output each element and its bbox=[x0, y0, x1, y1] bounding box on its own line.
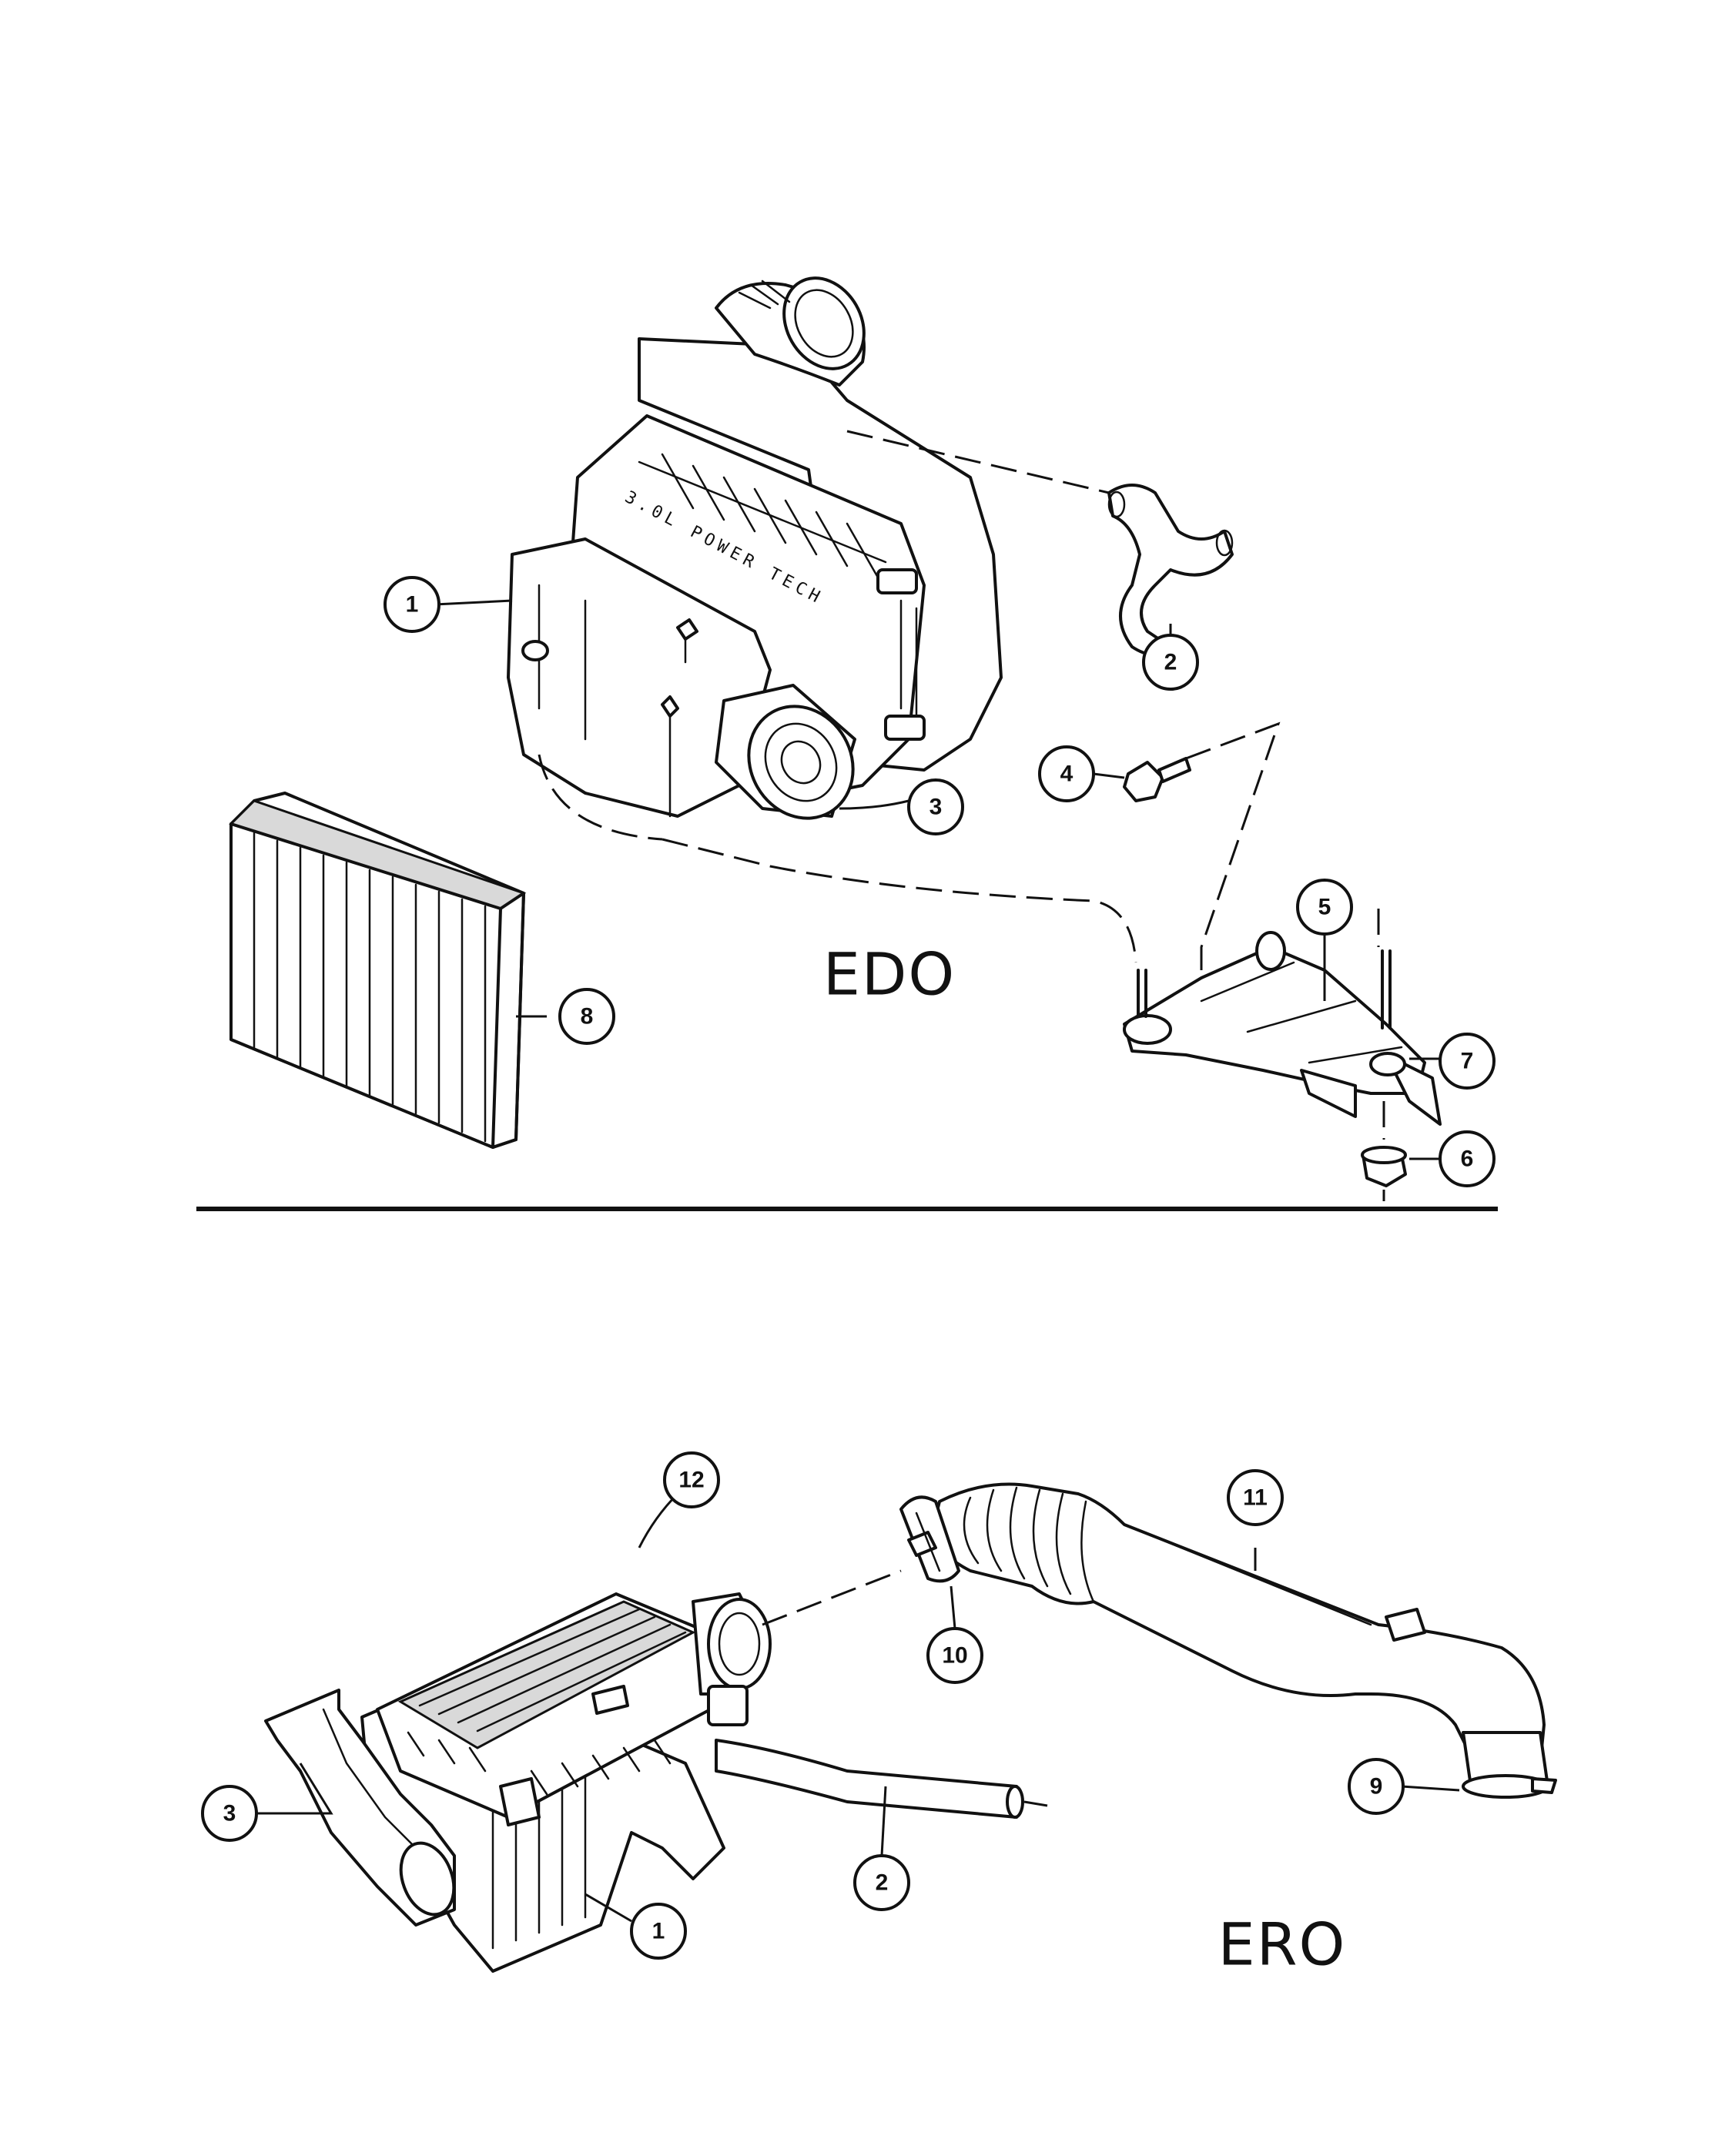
callout-ero-2[interactable]: 2 bbox=[853, 1854, 910, 1911]
callout-ero-10[interactable]: 10 bbox=[926, 1627, 983, 1684]
callout-label: 12 bbox=[678, 1468, 704, 1493]
assembly-lines-edo bbox=[662, 430, 1281, 970]
flange-nut-edo bbox=[1361, 1101, 1407, 1201]
callout-label: 4 bbox=[1060, 762, 1074, 787]
callout-edo-8[interactable]: 8 bbox=[558, 988, 615, 1045]
callout-ero-11[interactable]: 11 bbox=[1227, 1469, 1284, 1526]
air-cleaner-housing-edo: 3.0L POWER TECH bbox=[507, 276, 1003, 841]
callout-label: 9 bbox=[1370, 1774, 1383, 1799]
callout-edo-4[interactable]: 4 bbox=[1038, 745, 1095, 802]
callout-label: 7 bbox=[1461, 1049, 1474, 1074]
bolt-edo bbox=[1123, 757, 1191, 802]
stud-edo bbox=[1137, 909, 1392, 1029]
callout-ero-12[interactable]: 12 bbox=[663, 1451, 720, 1508]
section-label-ero: ERO bbox=[1218, 1910, 1347, 1979]
callout-label: 2 bbox=[876, 1870, 889, 1896]
hose-clamp-ero bbox=[899, 1495, 960, 1583]
section-label-edo: EDO bbox=[823, 940, 956, 1009]
leaders-ero bbox=[254, 1492, 1460, 1923]
callout-label: 8 bbox=[581, 1004, 594, 1029]
callout-edo-1[interactable]: 1 bbox=[384, 576, 440, 633]
inlet-scoop-ero bbox=[264, 1689, 456, 1927]
callout-label: 1 bbox=[652, 1919, 665, 1944]
callout-label: 1 bbox=[406, 592, 419, 618]
mounting-bracket-edo bbox=[1123, 931, 1442, 1126]
intake-duct-ero bbox=[930, 1482, 1557, 1799]
vent-hose-ero bbox=[715, 1739, 1048, 1819]
assembly-line-ero bbox=[762, 1569, 902, 1626]
callout-ero-3[interactable]: 3 bbox=[201, 1785, 258, 1842]
callout-label: 10 bbox=[942, 1643, 967, 1669]
callout-label: 6 bbox=[1461, 1147, 1474, 1172]
callout-label: 11 bbox=[1243, 1485, 1268, 1511]
callout-edo-6[interactable]: 6 bbox=[1439, 1130, 1496, 1187]
callout-edo-3[interactable]: 3 bbox=[907, 778, 964, 835]
vent-hose-edo bbox=[1107, 484, 1234, 656]
callout-edo-7[interactable]: 7 bbox=[1439, 1033, 1496, 1090]
callout-ero-9[interactable]: 9 bbox=[1348, 1758, 1405, 1815]
callout-ero-1[interactable]: 1 bbox=[630, 1903, 687, 1960]
callout-label: 3 bbox=[929, 795, 943, 820]
callout-label: 5 bbox=[1318, 895, 1331, 920]
callout-edo-2[interactable]: 2 bbox=[1142, 634, 1199, 691]
inlet-collar-edo bbox=[715, 684, 856, 820]
callout-label: 3 bbox=[223, 1801, 236, 1826]
air-filter-element bbox=[229, 792, 527, 1149]
callout-label: 2 bbox=[1164, 650, 1177, 675]
callout-edo-5[interactable]: 5 bbox=[1296, 879, 1353, 936]
